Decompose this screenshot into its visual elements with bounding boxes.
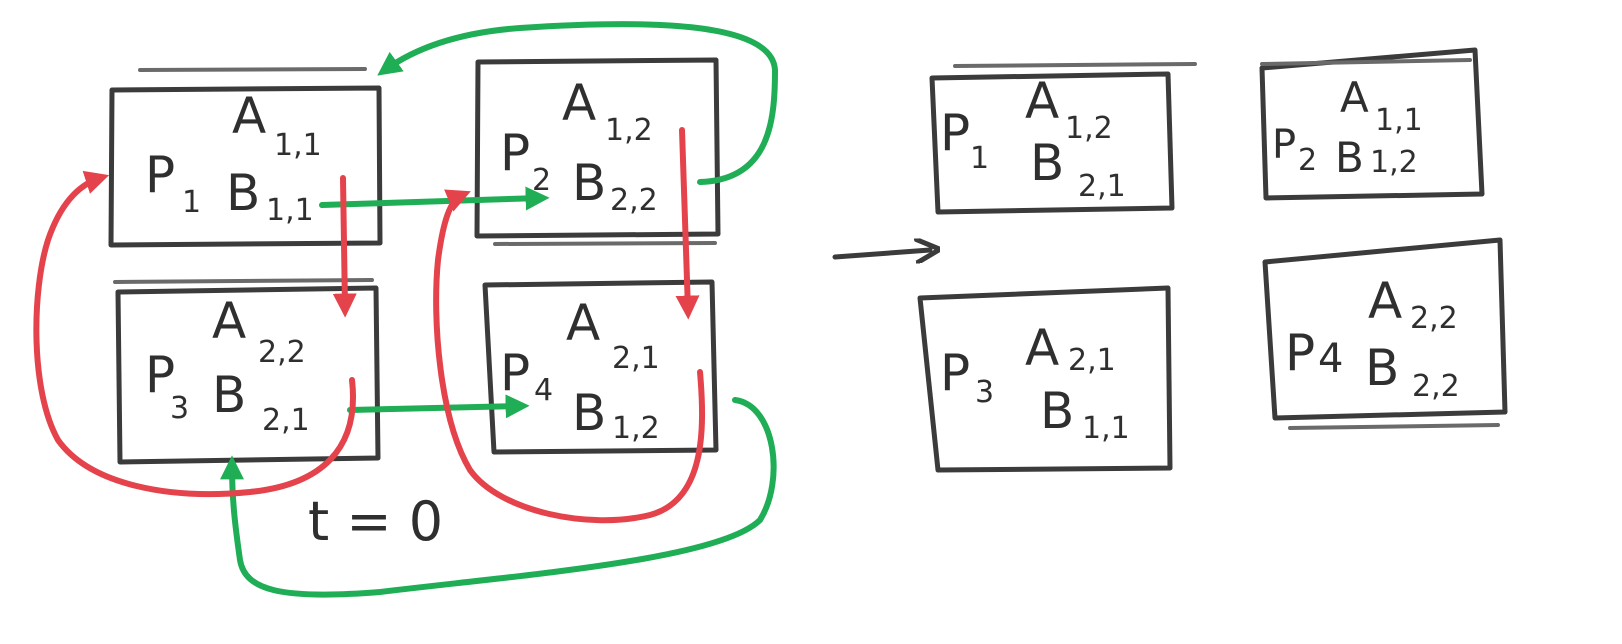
before-cell-p4-processor: P	[500, 344, 530, 402]
before-cell-p3-frame	[115, 285, 381, 465]
after-cell-p1-a-index: 1,2	[1065, 111, 1113, 146]
after-cell-p2-lid	[1260, 58, 1472, 66]
transition-arrow	[832, 250, 930, 257]
after-cell-p3-processor-index: 3	[975, 375, 994, 410]
after-cell-p2: P 2 A 1,1 B 1,2	[1259, 47, 1485, 201]
before-cell-p4-processor-index: 4	[534, 373, 553, 408]
before-cell-p1-frame	[108, 85, 383, 248]
after-cell-p2-frame	[1259, 47, 1485, 201]
before-cell-p4-a: A	[566, 294, 600, 352]
before-cell-p3-b-index: 2,1	[262, 403, 310, 438]
before-cell-p1-a: A	[232, 87, 266, 145]
after-cell-p4-processor-index: 4	[1318, 336, 1343, 382]
after-cell-p1-processor: P	[940, 104, 970, 162]
after-cell-p1-b-index: 2,1	[1078, 169, 1126, 204]
before-cell-p1-b: B	[226, 164, 260, 222]
after-cell-p4-lid	[1288, 423, 1500, 430]
before-cell-p3-b: B	[212, 366, 246, 424]
before-cell-p2-lid	[493, 241, 717, 246]
after-cell-p3: P 3 A 2,1 B 1,1	[917, 285, 1173, 473]
before-cell-p1: P 1 A 1,1 B 1,1	[108, 67, 383, 248]
before-cell-p2-a-index: 1,2	[605, 113, 653, 148]
before-cell-p1-b-index: 1,1	[266, 193, 314, 228]
before-cell-p3-lid	[113, 278, 374, 284]
before-cell-p1-lid	[138, 67, 367, 72]
after-cell-p1-lid	[953, 62, 1197, 68]
before-cell-p3-a: A	[212, 292, 246, 350]
after-cell-p2-a-index: 1,1	[1375, 103, 1423, 138]
before-cell-p1-processor-index: 1	[182, 185, 201, 220]
shift-arrow-red-p4-to-p2	[433, 189, 706, 524]
before-cell-p2-a: A	[562, 74, 596, 132]
before-cell-p2-b: B	[572, 154, 606, 212]
shift-arrow-green-p1-to-p2	[319, 186, 550, 211]
before-cell-p2-processor-index: 2	[532, 163, 551, 198]
before-cell-p4-a-index: 2,1	[612, 341, 660, 376]
shift-arrow-green-p4-to-p3	[220, 397, 777, 598]
after-cell-p2-processor: P	[1272, 122, 1296, 168]
after-cell-p1-frame	[929, 71, 1175, 215]
after-cell-p4-processor: P	[1285, 324, 1315, 382]
before-cell-p4-frame	[482, 279, 719, 455]
before-cell-p1-processor: P	[145, 146, 175, 204]
after-cell-p1: P 1 A 1,2 B 2,1	[929, 62, 1197, 215]
before-cell-p4-b: B	[572, 384, 606, 442]
shift-arrow-green-p3-to-p4	[347, 394, 530, 419]
after-cell-p2-a: A	[1340, 73, 1369, 122]
after-cell-p3-processor: P	[940, 344, 970, 402]
after-cell-p3-b: B	[1040, 382, 1074, 440]
shift-arrow-red-p1-to-p3	[332, 175, 357, 318]
before-cell-p4-b-index: 1,2	[612, 411, 660, 446]
before-cell-p2-frame	[474, 57, 721, 239]
after-cell-p4: P 4 A 2,2 B 2,2	[1262, 237, 1508, 430]
after-cell-p3-a: A	[1025, 319, 1059, 377]
shift-arrow-red-p2-to-p4	[675, 127, 700, 320]
after-cell-p4-b: B	[1365, 339, 1399, 397]
after-cell-p2-b-index: 1,2	[1370, 145, 1418, 180]
before-cell-p4: P 4 A 2,1 B 1,2	[482, 279, 719, 455]
after-cell-p1-b: B	[1030, 134, 1064, 192]
shift-arrow-red-p3-to-p1	[33, 170, 356, 497]
before-cell-p1-a-index: 1,1	[274, 128, 322, 163]
before-cell-p3-a-index: 2,2	[258, 335, 306, 370]
after-cell-p4-a: A	[1368, 272, 1402, 330]
shift-arrow-green-p2-to-p1	[377, 21, 778, 185]
before-cell-p2-processor: P	[500, 124, 530, 182]
before-cell-p3: P 3 A 2,2 B 2,1	[113, 278, 381, 465]
after-cell-p2-b: B	[1335, 133, 1364, 182]
before-cell-p2-b-index: 2,2	[610, 183, 658, 218]
before-cell-p3-processor: P	[145, 346, 175, 404]
before-caption: t = 0	[308, 490, 443, 553]
after-cell-p3-a-index: 2,1	[1068, 343, 1116, 378]
after-cell-p4-b-index: 2,2	[1412, 369, 1460, 404]
after-cell-p3-b-index: 1,1	[1082, 411, 1130, 446]
before-cell-p3-processor-index: 3	[170, 391, 189, 426]
after-cell-p4-frame	[1262, 237, 1508, 421]
before-cell-p2: P 2 A 1,2 B 2,2	[474, 57, 721, 246]
after-cell-p1-a: A	[1025, 72, 1059, 130]
after-cell-p3-frame	[917, 285, 1173, 473]
after-cell-p2-processor-index: 2	[1298, 143, 1317, 178]
after-cell-p4-a-index: 2,2	[1410, 301, 1458, 336]
after-cell-p1-processor-index: 1	[970, 141, 989, 176]
